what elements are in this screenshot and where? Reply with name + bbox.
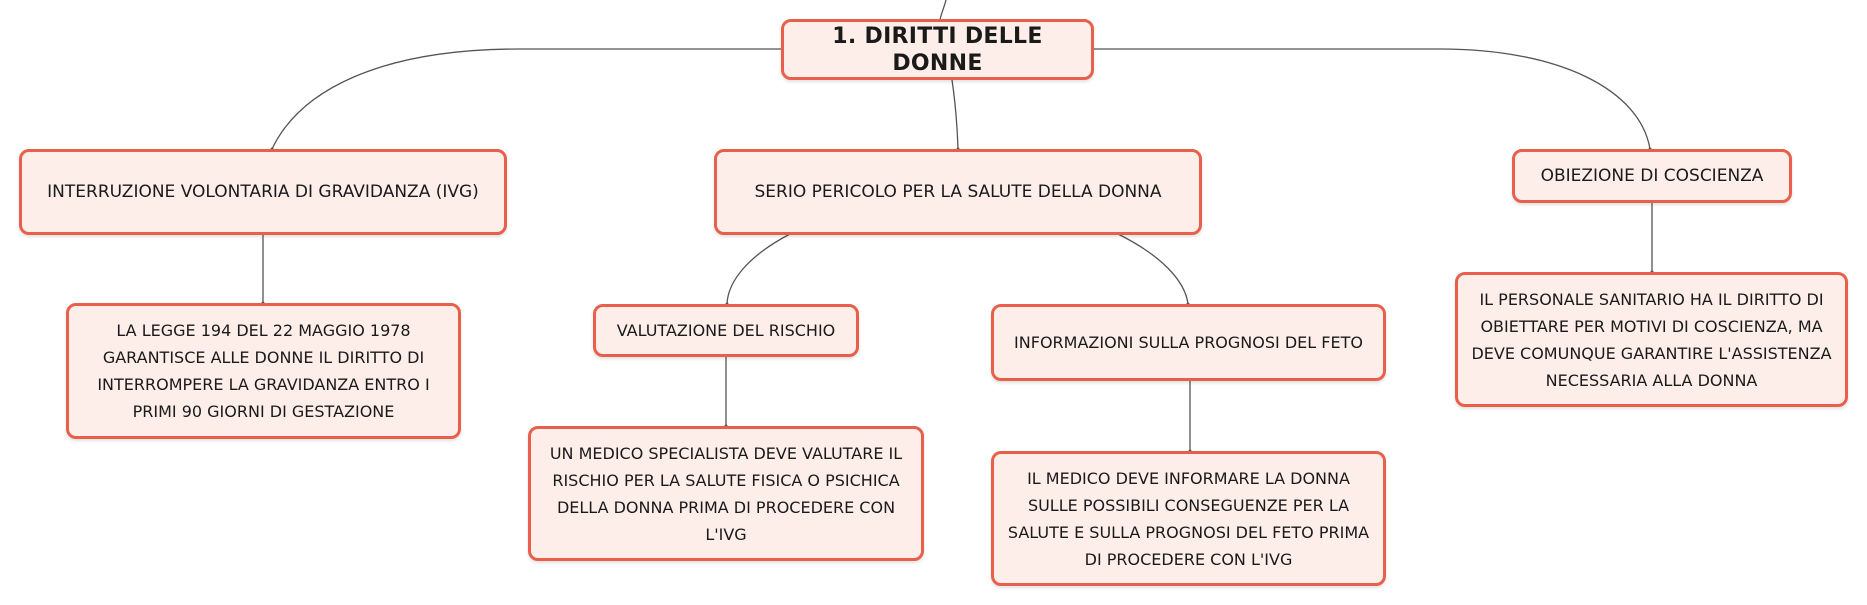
node-valutazione-label: VALUTAZIONE DEL RISCHIO — [616, 321, 836, 340]
node-root-label: 1. DIRITTI DELLE DONNE — [832, 23, 1043, 76]
connector-root-ivg — [271, 48, 783, 150]
connector-root-pericolo — [951, 79, 959, 150]
node-ivg-detail-label: LA LEGGE 194 DEL 22 MAGGIO 1978 GARANTIS… — [97, 321, 430, 421]
node-prognosi-detail[interactable]: IL MEDICO DEVE INFORMARE LA DONNA SULLE … — [991, 451, 1386, 586]
node-valutazione[interactable]: VALUTAZIONE DEL RISCHIO — [593, 304, 859, 357]
node-ivg-detail[interactable]: LA LEGGE 194 DEL 22 MAGGIO 1978 GARANTIS… — [66, 303, 461, 439]
node-prognosi-label: INFORMAZIONI SULLA PROGNOSI DEL FETO — [1014, 333, 1363, 352]
node-valutazione-detail-label: UN MEDICO SPECIALISTA DEVE VALUTARE IL R… — [549, 443, 903, 544]
connector-parent-root — [939, 0, 947, 21]
node-obiezione[interactable]: OBIEZIONE DI COSCIENZA — [1512, 149, 1792, 203]
node-obiezione-label: OBIEZIONE DI COSCIENZA — [1540, 165, 1764, 186]
node-root[interactable]: 1. DIRITTI DELLE DONNE — [781, 19, 1094, 80]
node-prognosi-detail-label: IL MEDICO DEVE INFORMARE LA DONNA SULLE … — [1007, 468, 1370, 569]
node-obiezione-detail-label: IL PERSONALE SANITARIO HA IL DIRITTO DI … — [1471, 289, 1832, 390]
connector-pericolo-prognosi — [1117, 233, 1189, 305]
connector-root-obiezione — [1092, 48, 1651, 150]
node-obiezione-detail[interactable]: IL PERSONALE SANITARIO HA IL DIRITTO DI … — [1455, 272, 1848, 407]
node-pericolo-label: SERIO PERICOLO PER LA SALUTE DELLA DONNA — [754, 181, 1162, 202]
node-prognosi[interactable]: INFORMAZIONI SULLA PROGNOSI DEL FETO — [991, 304, 1386, 381]
node-ivg-label: INTERRUZIONE VOLONTARIA DI GRAVIDANZA (I… — [47, 181, 479, 202]
node-valutazione-detail[interactable]: UN MEDICO SPECIALISTA DEVE VALUTARE IL R… — [528, 426, 924, 561]
node-pericolo[interactable]: SERIO PERICOLO PER LA SALUTE DELLA DONNA — [714, 149, 1202, 235]
node-ivg[interactable]: INTERRUZIONE VOLONTARIA DI GRAVIDANZA (I… — [19, 149, 507, 235]
connector-pericolo-valutazione — [726, 233, 791, 305]
